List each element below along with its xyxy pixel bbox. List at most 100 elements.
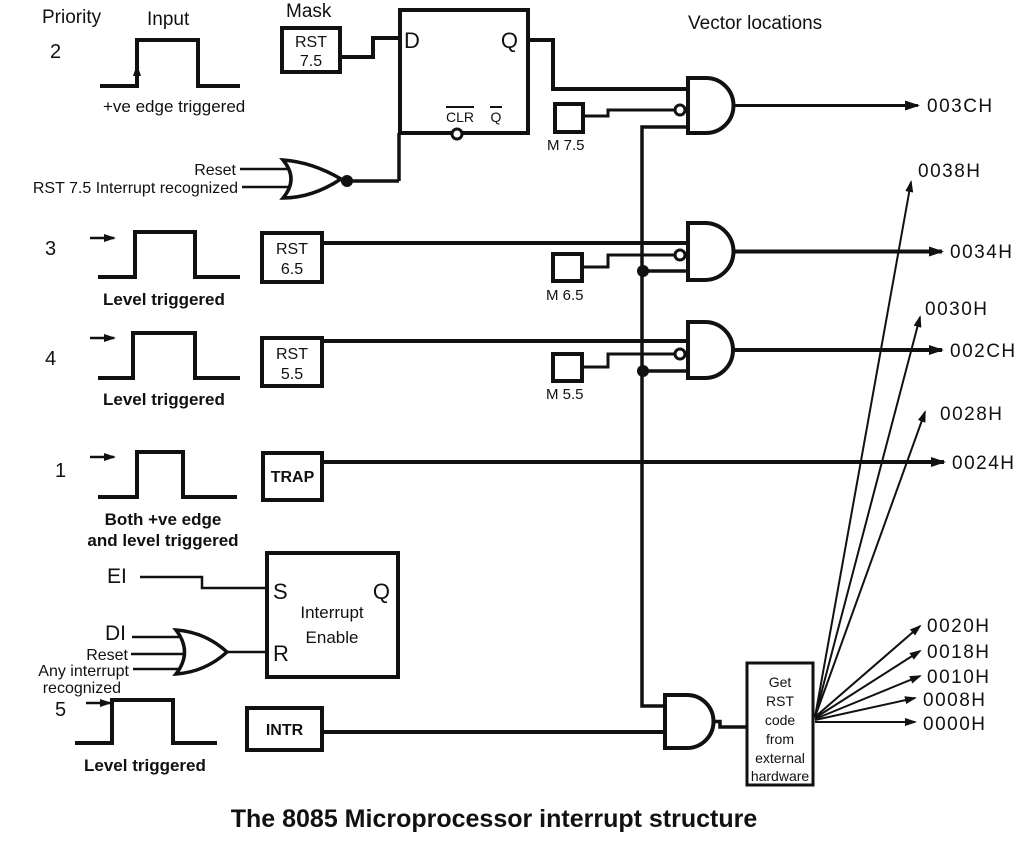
hw-line-4: from (766, 731, 794, 747)
and-gate-rst75 (686, 76, 736, 135)
row-trap: 1 Both +ve edge and level triggered TRAP… (55, 450, 1016, 550)
mask-box-rst55 (260, 336, 324, 388)
wire-q-to-gate1 (528, 38, 688, 91)
intr-label: INTR (266, 722, 304, 739)
wire-ei-to-s (140, 575, 267, 590)
wire-rst75-to-d (340, 36, 400, 59)
m65-label: M 6.5 (546, 287, 584, 304)
reset-label: Reset (194, 162, 236, 179)
fan-arrow-0008h (814, 696, 917, 721)
waveform-trap (98, 450, 237, 499)
mask-header: Mask (286, 1, 332, 22)
trigger-label-r4: Level triggered (103, 390, 225, 409)
waveform-edge-triggered (100, 38, 240, 88)
interrupt-enable-body (265, 551, 400, 679)
trigger-label-r5: Level triggered (84, 756, 206, 775)
pin-s: S (273, 579, 288, 604)
m55-label: M 5.5 (546, 386, 584, 403)
trap-label: TRAP (271, 469, 315, 486)
vector-0038h: 0038H (918, 161, 982, 182)
pin-clr: CLR (446, 109, 474, 125)
wire-gate-to-hwbox (713, 719, 747, 729)
rst65-line2: 6.5 (281, 261, 303, 278)
trigger-label-r2: +ve edge triggered (103, 97, 245, 116)
vector-0034h: 0034H (950, 242, 1014, 263)
trigger-label-r1a: Both +ve edge (105, 510, 222, 529)
mask-flag-m55 (551, 352, 584, 383)
waveform-level-r5 (75, 698, 217, 745)
pin-d: D (404, 28, 420, 53)
di-label: DI (105, 622, 126, 645)
hw-line-5: external (755, 750, 805, 766)
input-header: Input (147, 9, 190, 30)
priority-5: 5 (55, 699, 66, 721)
column-headers: Priority Input Mask Vector locations (42, 1, 822, 34)
wire-m65-to-bubble (582, 253, 674, 269)
vector-003ch: 003CH (927, 96, 994, 117)
any-interrupt-label2: recognized (43, 680, 121, 697)
and-gate-intr (663, 693, 716, 750)
pin-q: Q (501, 28, 518, 53)
priority-4: 4 (45, 348, 56, 370)
priority-3: 3 (45, 238, 56, 260)
hw-line-2: RST (766, 693, 794, 709)
pin-qbar: Q (491, 109, 502, 125)
d-flipflop-body (398, 8, 530, 135)
reset2-label: Reset (86, 647, 128, 664)
vector-0008h: 0008H (923, 690, 987, 711)
get-rst-code-box (745, 661, 815, 787)
rst75-line2: 7.5 (300, 53, 322, 70)
fan-arrow-0028h (814, 410, 926, 718)
fan-arrow-0038h (814, 180, 914, 718)
or-gate-shape (279, 157, 345, 200)
inverted-input-bubble-3 (673, 347, 687, 361)
any-interrupt-label1: Any interrupt (38, 663, 129, 680)
hw-line-3: code (765, 712, 796, 728)
hw-vector-block: Get RST code from external hardware 0038… (745, 161, 1004, 787)
pin-q-ie: Q (373, 579, 390, 604)
row-rst75: 2 +ve edge triggered RST 7.5 (50, 26, 400, 116)
mask-box-rst75 (280, 26, 342, 74)
interrupt-enable-bus (637, 125, 688, 708)
rst75-recognized-label: RST 7.5 Interrupt recognized (33, 180, 238, 197)
inverted-input-bubble-2 (673, 248, 687, 262)
pin-r: R (273, 641, 289, 666)
trigger-label-r3: Level triggered (103, 290, 225, 309)
fan-arrow-0030h (814, 315, 922, 718)
intr-box (245, 706, 324, 752)
ie-name-line1: Interrupt (300, 603, 364, 622)
vector-0020h: 0020H (927, 616, 991, 637)
and-gate-rst55 (686, 320, 735, 380)
trigger-label-r1b: and level triggered (87, 531, 238, 550)
rst55-line2: 5.5 (281, 366, 303, 383)
vector-0000h: 0000H (923, 714, 987, 735)
fan-arrow-0018h (814, 649, 922, 719)
priority-header: Priority (42, 7, 102, 28)
gate-rst75-channel: M 7.5 003CH (528, 38, 994, 154)
wire-m55-to-bubble (582, 352, 674, 369)
hw-line-6: hardware (751, 768, 810, 784)
vector-0028h: 0028H (940, 404, 1004, 425)
ie-name-line2: Enable (306, 628, 359, 647)
fan-arrow-0010h (814, 675, 922, 720)
priority-1: 1 (55, 460, 66, 482)
vector-0024h: 0024H (952, 453, 1016, 474)
mask-flag-m65 (551, 252, 584, 283)
d-flipflop: D Q CLR Q (397, 8, 530, 181)
clr-bubble (450, 127, 464, 141)
mask-box-rst65 (260, 231, 324, 284)
row-intr: 5 Level triggered INTR (55, 693, 747, 775)
and-gate-rst65 (686, 221, 736, 282)
mask-flag-m75 (553, 102, 585, 134)
ei-label: EI (107, 565, 127, 588)
vector-0018h: 0018H (927, 642, 991, 663)
vector-0010h: 0010H (927, 667, 991, 688)
bus-line (640, 125, 688, 708)
vector-0030h: 0030H (925, 299, 989, 320)
fan-arrow-0020h (814, 624, 922, 718)
trap-box (261, 451, 324, 502)
junction-dot-or1 (341, 175, 353, 187)
interrupt-enable-block: EI DI Reset Any interrupt recognized S Q… (38, 551, 400, 697)
